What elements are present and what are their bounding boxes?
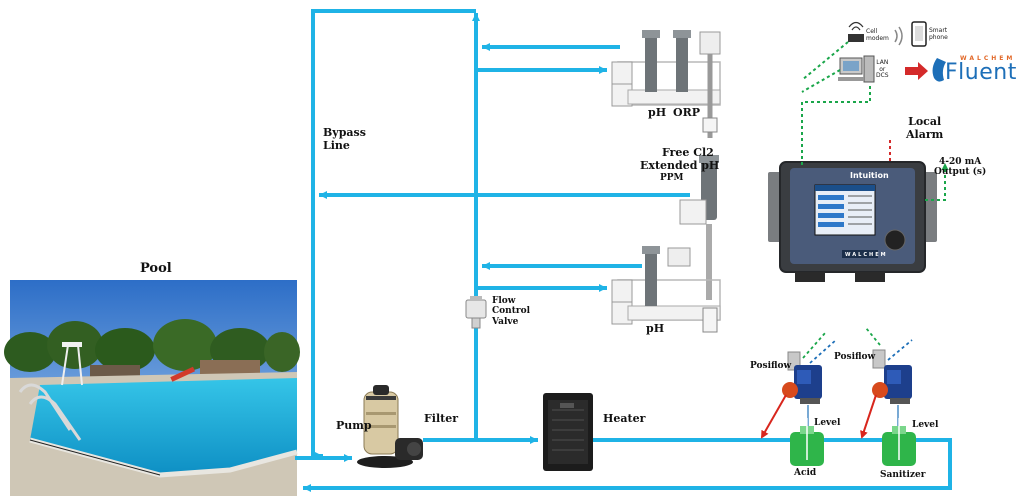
wireless-signal-icon xyxy=(894,26,903,46)
posiflow-left-label: Posiflow xyxy=(750,361,792,371)
cell-modem-label: Cell modem xyxy=(866,28,889,42)
heater-outlet-pipe xyxy=(593,438,952,490)
fluent-logo-icon xyxy=(932,58,946,82)
controller-screen-title: Intuition xyxy=(850,171,889,180)
fluent-brand-top: WALCHEM xyxy=(960,55,1016,62)
posiflow-sensor-right xyxy=(872,349,886,369)
output-4-20-label: 4-20 mA Output (s) xyxy=(934,157,987,178)
chemical-injection-arrows xyxy=(761,394,877,439)
free-cl2-label: Free Cl2 xyxy=(662,146,714,159)
cell-modem-icon xyxy=(848,21,864,42)
heater-label: Heater xyxy=(603,412,646,425)
level-sensor-lines xyxy=(807,405,899,430)
controller-unit xyxy=(768,161,937,282)
posiflow-signal-lines xyxy=(802,327,913,364)
pool-photo xyxy=(4,280,300,496)
acid-label: Acid xyxy=(794,468,817,478)
lan-dcs-label: LAN or DCS xyxy=(876,59,889,80)
sensor-assembly-ph-orp xyxy=(611,30,721,138)
pump-filter-unit xyxy=(357,385,423,468)
controller-name-label: WALCHEM xyxy=(845,252,888,258)
pump-label: Pump xyxy=(336,419,372,432)
metering-pump-right xyxy=(872,365,912,404)
heater-unit xyxy=(543,393,593,471)
metering-pump-left xyxy=(782,365,822,404)
smart-phone-icon xyxy=(911,21,927,47)
signal-lines xyxy=(801,41,949,201)
bypass-line-label: Bypass Line xyxy=(323,126,366,152)
sensor-free-cl2 xyxy=(679,155,719,300)
flow-control-valve-icon xyxy=(465,296,487,329)
flow-control-valve-label: Flow Control Valve xyxy=(492,296,531,327)
ph-bottom-label: pH xyxy=(646,322,665,335)
ppm-label: PPM xyxy=(660,173,684,183)
level-right-label: Level xyxy=(912,420,939,430)
smart-phone-label: Smart phone xyxy=(929,27,948,41)
posiflow-right-label: Posiflow xyxy=(834,352,876,362)
sensor-assembly-ph-bottom xyxy=(611,246,721,333)
arrow-to-fluent-icon xyxy=(905,62,928,80)
sanitizer-tank xyxy=(882,418,916,466)
pool-label: Pool xyxy=(140,261,172,276)
extended-ph-label: Extended pH xyxy=(640,159,720,172)
acid-tank xyxy=(790,418,824,466)
level-left-label: Level xyxy=(814,418,841,428)
ph-top-label: pH xyxy=(648,106,667,119)
orp-label: ORP xyxy=(673,106,700,119)
filter-label: Filter xyxy=(424,412,459,425)
local-alarm-label: Local Alarm xyxy=(906,115,944,141)
fluent-brand-name: Fluent xyxy=(945,60,1017,85)
lan-computer-icon xyxy=(838,55,875,83)
pipe-network xyxy=(295,9,952,492)
sanitizer-label: Sanitizer xyxy=(880,470,926,480)
